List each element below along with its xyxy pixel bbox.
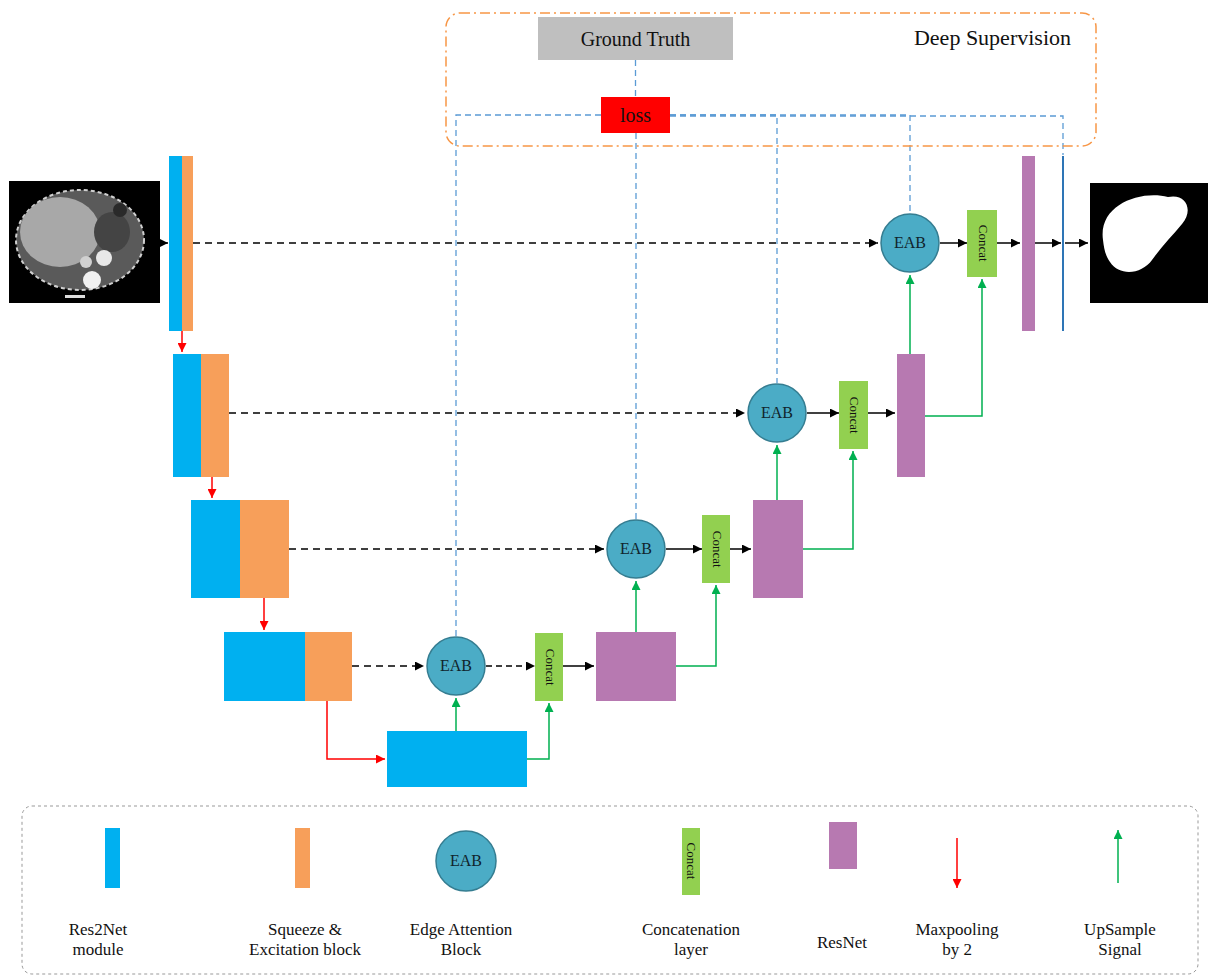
supervision-link: [670, 115, 777, 383]
flow-arrow: [666, 548, 702, 550]
forward-arrows: [563, 243, 1088, 666]
circle-fill: [607, 520, 665, 578]
box-fill: [538, 17, 733, 60]
node-label: EAB: [894, 234, 926, 252]
legend-swatch: [829, 822, 857, 869]
circle-fill: [748, 384, 806, 442]
legend-upsample-sample: [1117, 830, 1119, 883]
flow-arrow: [807, 412, 839, 414]
legend-label: UpSample Signal: [1073, 920, 1168, 961]
ct-image: [9, 181, 160, 303]
supervision-link: [670, 115, 910, 213]
circle-fill: [881, 214, 939, 272]
supervision-link: [456, 115, 601, 636]
box-fill: [601, 97, 670, 133]
edge-attention-circle: EAB: [747, 383, 807, 443]
output-mask: [1090, 183, 1208, 303]
legend-label: Squeeze & Excitation block: [240, 920, 370, 961]
circle-fill: [427, 637, 485, 695]
legend-label: Maxpooling by 2: [910, 920, 1005, 961]
concat-box: Concat: [535, 633, 563, 701]
edge-attention-circle: EAB: [426, 636, 486, 696]
box-fill: [702, 515, 730, 583]
box-fill: [967, 210, 997, 277]
legend-label: Res2Net module: [58, 920, 138, 961]
legend-label: Concatenation layer: [634, 920, 749, 961]
supervision-line: [670, 116, 1063, 155]
encoder: [169, 156, 527, 787]
upsample-arrows: [456, 275, 982, 759]
region-title: Deep Supervision: [914, 26, 1071, 50]
node-label: Ground Truth: [581, 28, 690, 50]
legend-label: ResNet: [802, 933, 882, 953]
region-border: [446, 13, 1096, 146]
legend-frame: [22, 806, 1198, 974]
flow-arrow: [940, 242, 967, 244]
node-label: EAB: [440, 657, 472, 675]
concat-box: Concat: [839, 381, 868, 449]
legend-maxpool-sample: [956, 838, 958, 888]
node-label: Concat: [709, 531, 723, 568]
maxpool-arrows: [182, 331, 385, 759]
legend-label: Edge Attention Block: [399, 920, 524, 961]
concat-box: Concat: [702, 515, 730, 583]
output-conv: [1062, 156, 1064, 331]
ground-truth-box: Ground Truth: [538, 17, 733, 60]
skip-arrows: [193, 243, 878, 666]
flow-arrow: [486, 665, 535, 667]
node-label: EAB: [761, 404, 793, 422]
edge-attention-circle: EAB: [606, 519, 666, 579]
node-label: Concat: [846, 397, 860, 434]
loss-box: loss: [601, 97, 670, 133]
supervision-region: Ground Truth loss Deep Supervision: [445, 12, 1097, 147]
concat-box: Concat: [967, 210, 997, 277]
input-arrow: [160, 242, 168, 244]
edge-attention-circle: EAB: [880, 213, 940, 273]
node-label: EAB: [620, 540, 652, 558]
box-fill: [839, 381, 868, 449]
legend-swatch: [105, 828, 120, 888]
node-label: Concat: [975, 225, 989, 262]
legend-sample-label: Concat: [683, 843, 699, 880]
node-label: Concat: [542, 649, 556, 686]
supervision-link: [635, 60, 636, 97]
supervision-link: [635, 133, 636, 519]
legend-swatch: [295, 828, 310, 888]
box-fill: [535, 633, 563, 701]
legend-eab-sample: [436, 831, 496, 891]
node-label: loss: [620, 104, 651, 126]
legend-sample-label: EAB: [450, 852, 482, 870]
resnet-blocks: [596, 156, 1035, 701]
